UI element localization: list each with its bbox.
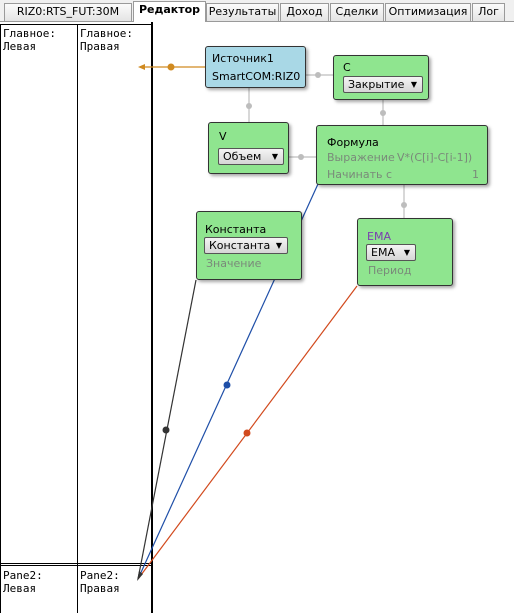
tab-bar: RIZ0:RTS_FUT:30M Редактор Результаты Дох… [0,0,514,22]
tab-chart[interactable]: RIZ0:RTS_FUT:30M [4,3,132,21]
pane-divider [77,24,78,613]
node-ema-title: EMA [367,230,391,243]
node-formula[interactable]: Формула Выражение V*(C[i]-C[i-1]) Начина… [316,125,488,185]
chevron-down-icon: ▼ [275,241,282,250]
wire-handle [401,202,407,208]
pane-border [0,24,1,613]
node-constant-dropdown[interactable]: Константа ▼ [204,237,288,254]
wire-handle [315,72,321,78]
chevron-down-icon: ▼ [410,80,417,89]
pane-main-right[interactable]: Главное: Правая [78,24,151,564]
node-constant[interactable]: Константа Константа ▼ Значение [196,211,302,280]
node-v-dropdown[interactable]: Объем ▼ [218,148,284,165]
pane-main-left[interactable]: Главное: Левая [1,24,77,564]
tab-results[interactable]: Результаты [206,3,279,21]
tab-income[interactable]: Доход [280,3,329,21]
dropdown-value: Закрытие [348,78,405,91]
node-c-dropdown[interactable]: Закрытие ▼ [343,76,423,93]
wire-handle [162,426,170,434]
node-ema-period-label: Период [368,264,412,277]
node-constant-value-label: Значение [206,257,262,270]
node-ema[interactable]: EMA EMA ▼ Период [357,218,453,286]
node-v[interactable]: V Объем ▼ [208,122,289,174]
tab-trades[interactable]: Сделки [330,3,384,21]
wire-arrowhead [137,571,143,581]
pane-separator [0,563,152,564]
dropdown-value: EMA [371,246,395,259]
pane-border-top [0,24,152,25]
wire-handle [243,429,251,437]
node-source[interactable]: Источник1 SmartCOM:RIZ0 [205,46,306,88]
tab-log[interactable]: Лог [472,3,505,21]
node-formula-start-label: Начинать с [327,168,393,181]
wire-handle [167,63,175,71]
node-source-title: Источник1 [212,52,274,65]
dropdown-value: Объем [223,150,262,163]
editor-canvas[interactable]: Главное: Левая Главное: Правая Pane2: Ле… [0,22,514,613]
chevron-down-icon: ▼ [403,248,410,257]
connection-wires [137,63,407,581]
node-formula-title: Формула [327,136,379,149]
node-v-title: V [219,130,227,143]
node-formula-expression-value[interactable]: V*(C[i]-C[i-1]) [397,151,473,164]
pane2-left[interactable]: Pane2: Левая [1,566,77,613]
dropdown-value: Константа [209,239,271,252]
node-source-subtitle: SmartCOM:RIZ0 [212,70,301,83]
node-ema-dropdown[interactable]: EMA ▼ [366,244,416,261]
chevron-down-icon: ▼ [271,152,278,161]
wire-handle [246,103,252,109]
pane-separator [0,565,152,566]
wire-handle [223,381,231,389]
node-formula-start-value[interactable]: 1 [472,168,479,181]
node-constant-title: Константа [205,223,267,236]
node-formula-expression-label: Выражение [327,151,395,164]
tab-optimization[interactable]: Оптимизация [385,3,471,21]
tab-editor[interactable]: Редактор [133,1,206,22]
node-c[interactable]: C Закрытие ▼ [333,55,429,100]
wire-arrowhead [138,64,145,70]
node-c-title: C [343,61,351,74]
wire-handle [298,154,304,160]
pane-divider-main [151,22,153,613]
wire-handle [380,110,386,116]
